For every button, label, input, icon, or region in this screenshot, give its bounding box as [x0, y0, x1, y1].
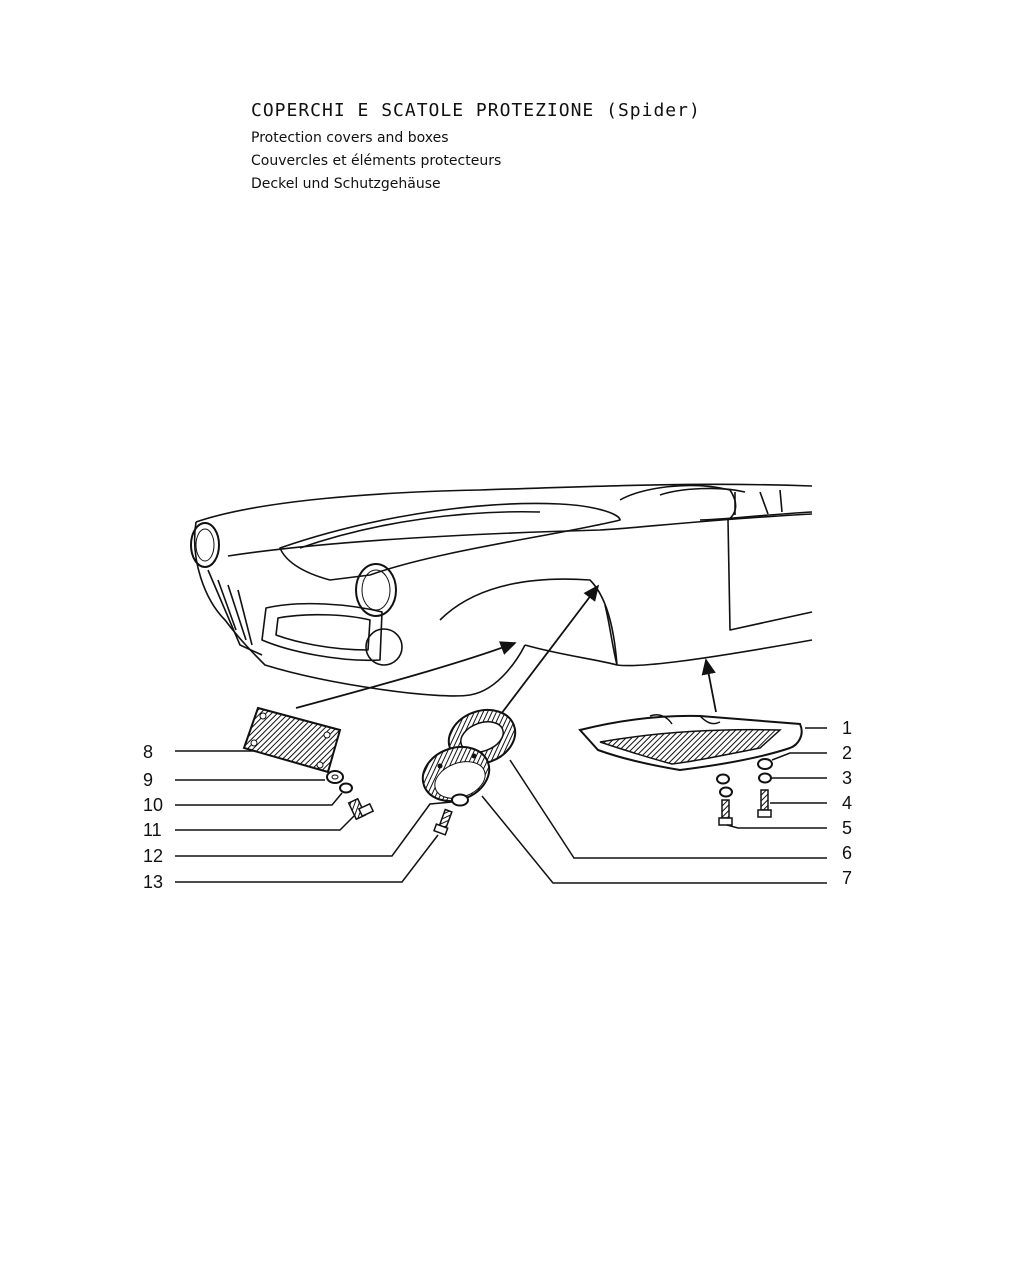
headlamp-left-inner: [195, 528, 215, 562]
leader-line-6: [509, 759, 827, 859]
callout-6: 6: [842, 843, 852, 863]
cover-plate-part-8: [242, 706, 342, 774]
washer-part-2: [757, 758, 773, 770]
callout-9: 9: [143, 770, 153, 790]
title-main: COPERCHI E SCATOLE PROTEZIONE: [251, 100, 595, 121]
subtitle-english: Protection covers and boxes: [251, 130, 449, 146]
callout-12: 12: [143, 846, 163, 866]
headlamp-left: [190, 522, 220, 568]
lock-washer-part-10: [339, 782, 353, 794]
callout-2: 2: [842, 743, 852, 763]
leader-line-2: [771, 752, 827, 761]
washer-part-12: [451, 793, 469, 807]
leader-line-12: [175, 801, 453, 857]
subtitle-german: Deckel und Schutzgehäuse: [251, 176, 441, 192]
header: COPERCHI E SCATOLE PROTEZIONE (Spider) P…: [251, 100, 701, 196]
page-title: COPERCHI E SCATOLE PROTEZIONE (Spider): [251, 100, 701, 121]
callout-11: 11: [143, 820, 162, 840]
bolt-part-13: [433, 808, 453, 836]
protection-box-part-1: [578, 713, 803, 772]
callout-3: 3: [842, 768, 852, 788]
callout-8: 8: [143, 742, 153, 762]
arrow-protection-box: [701, 658, 717, 713]
leader-line-10: [175, 792, 343, 806]
callout-10: 10: [143, 795, 163, 815]
bolt-part-4: [757, 789, 772, 818]
arrow-round-cover: [497, 584, 600, 719]
lock-washer-part-3: [716, 772, 772, 798]
callout-4: 4: [842, 793, 852, 813]
headlamp-right: [355, 563, 397, 617]
headlamp-right-inner: [361, 569, 391, 611]
bolt-part-5: [718, 799, 733, 826]
callout-5: 5: [842, 818, 852, 838]
callout-7: 7: [842, 868, 852, 888]
leader-line-7: [481, 795, 827, 884]
leader-line-13: [175, 834, 439, 883]
subtitle-french: Couvercles et éléments protecteurs: [251, 153, 502, 169]
callout-13: 13: [143, 872, 163, 892]
washer-part-9: [326, 770, 344, 784]
leader-line-11: [175, 814, 356, 831]
car-body: [193, 483, 813, 697]
leader-line-5: [726, 824, 827, 829]
callout-1: 1: [842, 718, 852, 738]
bolt-part-11: [347, 797, 375, 821]
title-variant: (Spider): [606, 100, 701, 121]
arrow-cover-plate: [295, 641, 517, 709]
